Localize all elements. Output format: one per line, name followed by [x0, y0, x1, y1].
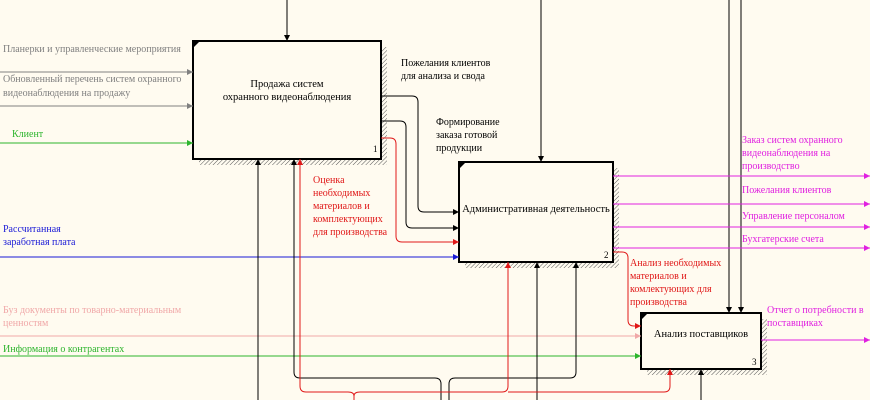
label-wishes-line2: для анализа и свода: [401, 71, 485, 82]
label-input-updated-list-line2: видеонаблюдения на продажу: [3, 88, 130, 99]
label-order-line1: Формирование: [436, 117, 500, 128]
box-suppliers-title: Анализ поставщиков: [654, 329, 748, 340]
box-suppliers-frame: [640, 312, 762, 370]
box-suppliers[interactable]: Анализ поставщиков 3: [640, 312, 767, 375]
box-suppliers-number: 3: [752, 357, 757, 367]
box-sales[interactable]: Продажа систем охранного видеонаблюдения…: [192, 40, 387, 165]
label-analysis-line3: комлектующих для: [630, 284, 712, 295]
label-output-order-line3: производство: [742, 161, 800, 172]
label-input-client: Клиент: [12, 129, 44, 140]
label-output-staff-management: Управление персоналом: [742, 211, 846, 222]
label-analysis-line4: производства: [630, 297, 688, 308]
box-sales-corner-mark: [193, 41, 200, 48]
label-order-line2: заказа готовой: [436, 130, 498, 141]
label-input-updated-list-line1: Обновленный перечень систем охранного: [3, 74, 181, 85]
box-admin-title: Административная деятельность: [462, 204, 610, 215]
label-output-order-line2: видеонаблюдения на: [742, 148, 831, 159]
label-input-docs-line2: ценностям: [3, 318, 49, 329]
label-output-accounts: Бухгатерские счета: [742, 234, 824, 245]
arrow-feedback-admin-red[interactable]: [353, 262, 511, 400]
label-input-contractor-info: Информация о контрагентах: [3, 344, 124, 355]
box-admin[interactable]: Административная деятельность 2: [458, 161, 619, 268]
arrow-feedback-sales-black[interactable]: [291, 159, 442, 400]
label-estimate-line3: материалов и: [313, 201, 370, 212]
label-input-docs-line1: Буз документы по товарно-материальным: [3, 305, 182, 316]
box-sales-title-line1: Продажа систем: [250, 79, 324, 90]
label-output-report-line2: поставщиках: [767, 318, 823, 329]
label-output-report-line1: Отчет о потребности в: [767, 305, 864, 316]
label-input-salary-line2: заработная плата: [3, 237, 76, 248]
label-wishes-line1: Пожелания клиентов: [401, 58, 491, 69]
label-input-salary-line1: Рассчитанная: [3, 224, 61, 235]
box-admin-number: 2: [604, 250, 609, 260]
label-output-client-wishes: Пожелания клиентов: [742, 185, 832, 196]
box-sales-title-line2: охранного видеонаблюдения: [223, 92, 352, 103]
arrow-feedback-admin-black[interactable]: [448, 262, 579, 400]
label-estimate-line2: необходимых: [313, 188, 370, 199]
arrow-feedback-suppliers-red[interactable]: [508, 369, 673, 393]
label-analysis-line2: материалов и: [630, 271, 687, 282]
box-suppliers-corner-mark: [641, 313, 648, 320]
box-sales-number: 1: [373, 144, 378, 154]
label-output-order-line1: Заказ систем охранного: [742, 135, 843, 146]
arrow-analysis-to-suppliers[interactable]: [613, 251, 641, 329]
arrow-wishes-to-admin[interactable]: [381, 95, 459, 215]
box-admin-frame: [458, 161, 614, 263]
label-input-meetings: Планерки и управленческие мероприятия: [3, 44, 181, 55]
label-analysis-line1: Анализ необходимых: [630, 258, 721, 269]
arrow-estimate-to-admin[interactable]: [381, 137, 459, 245]
label-estimate-line1: Оценка: [313, 175, 345, 186]
label-estimate-line4: комплектующих: [313, 214, 383, 225]
box-sales-frame: [192, 40, 382, 160]
label-estimate-line5: для производства: [313, 227, 388, 238]
arrow-order-to-admin[interactable]: [381, 120, 459, 231]
box-admin-corner-mark: [459, 162, 466, 169]
label-order-line3: продукции: [436, 143, 483, 154]
arrow-feedback-sales-red[interactable]: [297, 159, 355, 400]
